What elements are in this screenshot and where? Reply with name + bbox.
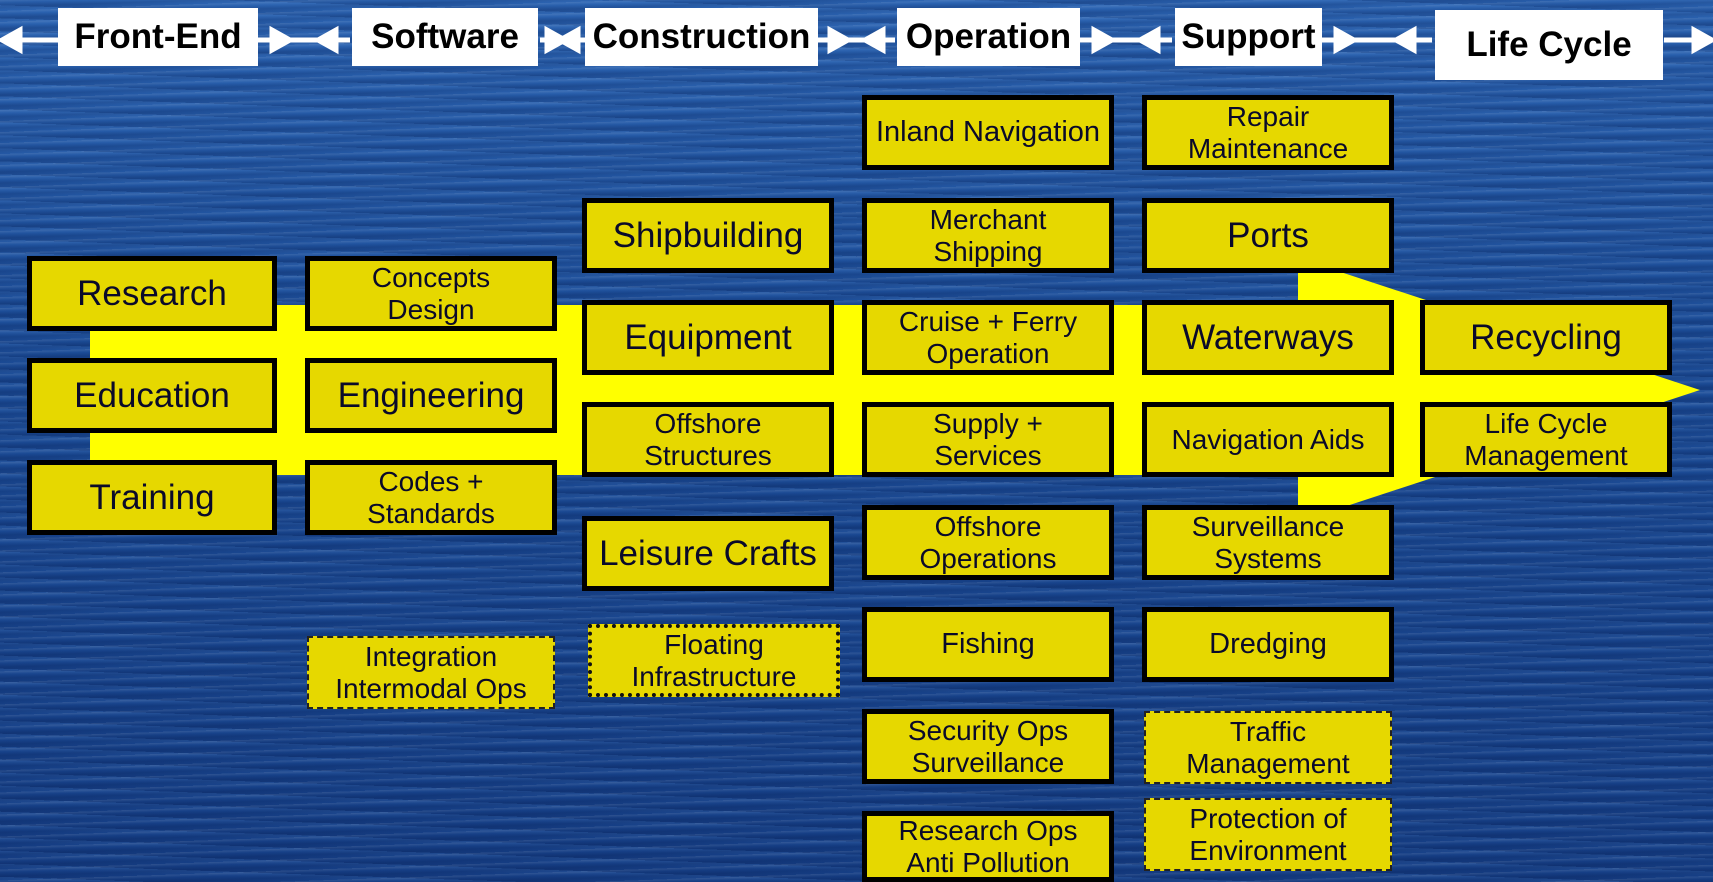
header-front-end: Front-End bbox=[58, 8, 258, 66]
box-protection-of-environment: Protection of Environment bbox=[1144, 798, 1392, 871]
header-life-cycle: Life Cycle bbox=[1435, 10, 1663, 80]
box-ports: Ports bbox=[1142, 198, 1394, 273]
box-offshore-operations: Offshore Operations bbox=[862, 505, 1114, 580]
box-dredging: Dredging bbox=[1142, 607, 1394, 682]
box-waterways: Waterways bbox=[1142, 300, 1394, 375]
box-equipment: Equipment bbox=[582, 300, 834, 375]
box-concepts-design: Concepts Design bbox=[305, 256, 557, 331]
box-recycling: Recycling bbox=[1420, 300, 1672, 375]
box-research-ops-anti-pollution: Research Ops Anti Pollution bbox=[862, 811, 1114, 882]
box-repair-maintenance: Repair Maintenance bbox=[1142, 95, 1394, 170]
box-surveillance-systems: Surveillance Systems bbox=[1142, 505, 1394, 580]
box-supply-services: Supply + Services bbox=[862, 402, 1114, 477]
header-operation: Operation bbox=[897, 8, 1080, 66]
header-construction: Construction bbox=[585, 8, 818, 66]
box-fishing: Fishing bbox=[862, 607, 1114, 682]
header-software: Software bbox=[352, 8, 538, 66]
box-navigation-aids: Navigation Aids bbox=[1142, 402, 1394, 477]
box-floating-infrastructure: Floating Infrastructure bbox=[588, 624, 840, 697]
box-education: Education bbox=[27, 358, 277, 433]
box-leisure-crafts: Leisure Crafts bbox=[582, 516, 834, 591]
header-arrows bbox=[0, 25, 1713, 55]
box-life-cycle-management: Life Cycle Management bbox=[1420, 402, 1672, 477]
box-offshore-structures: Offshore Structures bbox=[582, 402, 834, 477]
box-shipbuilding: Shipbuilding bbox=[582, 198, 834, 273]
box-security-ops-surveillance: Security Ops Surveillance bbox=[862, 709, 1114, 784]
box-codes-standards: Codes + Standards bbox=[305, 460, 557, 535]
header-support: Support bbox=[1175, 8, 1322, 66]
box-merchant-shipping: Merchant Shipping bbox=[862, 198, 1114, 273]
box-research: Research bbox=[27, 256, 277, 331]
box-training: Training bbox=[27, 460, 277, 535]
box-integration-intermodal-ops: Integration Intermodal Ops bbox=[307, 636, 555, 709]
box-engineering: Engineering bbox=[305, 358, 557, 433]
box-traffic-management: Traffic Management bbox=[1144, 711, 1392, 784]
box-cruise-ferry-operation: Cruise + Ferry Operation bbox=[862, 300, 1114, 375]
box-inland-navigation: Inland Navigation bbox=[862, 95, 1114, 170]
